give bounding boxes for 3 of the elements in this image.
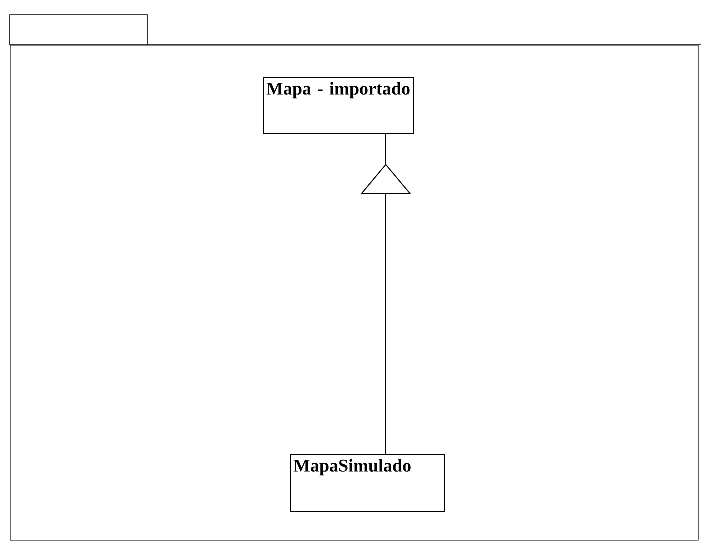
class-box: Mapa - importado: [263, 77, 414, 134]
class-box: MapaSimulado: [290, 454, 445, 512]
package-frame: [10, 14, 701, 541]
